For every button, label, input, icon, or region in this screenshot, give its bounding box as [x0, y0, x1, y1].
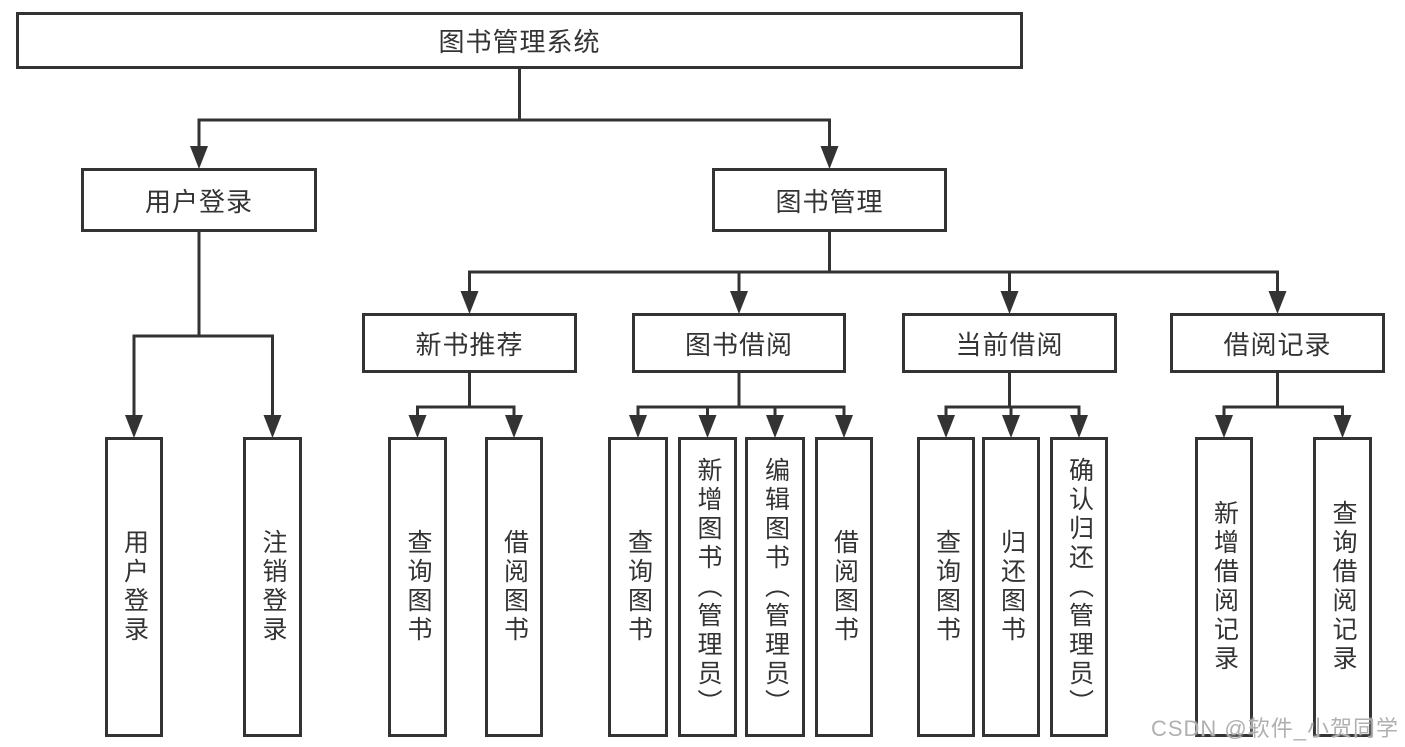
node-label: 图书借阅: [684, 329, 793, 360]
node-hist-add: 新增借阅记录: [1195, 437, 1253, 737]
arrow-head-icon: [460, 291, 479, 314]
node-rec: 新书推荐: [362, 313, 577, 373]
arrow-head-icon: [1215, 415, 1233, 438]
node-label: 新增借阅记录: [1210, 500, 1239, 674]
node-label: 图书管理系统: [438, 27, 601, 57]
node-label: 注销登录: [259, 529, 287, 645]
node-label: 编辑图书（管理员）: [761, 456, 790, 718]
node-borrow-do: 借阅图书: [815, 437, 873, 737]
arrow-head-icon: [937, 415, 955, 438]
arrow-head-icon: [835, 415, 853, 438]
node-borrow: 图书借阅: [632, 313, 846, 373]
node-label: 确认归还（管理员）: [1065, 456, 1094, 718]
node-mgmt: 图书管理: [712, 168, 947, 232]
node-root: 图书管理系统: [16, 12, 1023, 69]
node-rec-borrow: 借阅图书: [485, 437, 543, 737]
arrow-head-icon: [505, 415, 523, 438]
watermark: CSDN @软件_小贺同学: [1150, 716, 1399, 741]
node-label: 查询图书: [624, 529, 653, 645]
node-label: 查询图书: [404, 529, 432, 645]
node-login: 用户登录: [81, 168, 317, 232]
arrow-head-icon: [698, 415, 717, 438]
node-label: 借阅图书: [500, 529, 529, 645]
arrow-head-icon: [629, 415, 647, 438]
node-label: 借阅记录: [1223, 329, 1332, 360]
arrow-head-icon: [125, 415, 143, 438]
node-cur-query: 查询图书: [917, 437, 975, 737]
node-login-user: 用户登录: [105, 437, 163, 737]
node-label: 查询图书: [932, 529, 961, 645]
node-cur-return: 归还图书: [982, 437, 1040, 737]
node-hist-query: 查询借阅记录: [1313, 437, 1372, 737]
arrow-head-icon: [1002, 415, 1020, 438]
node-label: 归还图书: [997, 529, 1026, 645]
arrow-head-icon: [730, 291, 748, 314]
node-label: 新增图书（管理员）: [694, 456, 722, 718]
node-cur-confirm: 确认归还（管理员）: [1050, 437, 1108, 737]
arrow-head-icon: [263, 415, 282, 438]
node-borrow-query: 查询图书: [608, 437, 668, 737]
node-label: 用户登录: [144, 186, 253, 217]
arrow-head-icon: [1000, 291, 1019, 314]
node-history: 借阅记录: [1170, 313, 1385, 373]
node-login-logout: 注销登录: [243, 437, 302, 737]
node-label: 用户登录: [120, 529, 149, 645]
arrow-head-icon: [1333, 415, 1352, 438]
arrow-head-icon: [1070, 415, 1088, 438]
arrow-head-icon: [190, 146, 208, 169]
node-label: 查询借阅记录: [1329, 500, 1357, 674]
node-label: 当前借阅: [955, 329, 1064, 360]
node-borrow-edit: 编辑图书（管理员）: [745, 437, 805, 737]
arrow-head-icon: [766, 415, 784, 438]
node-label: 新书推荐: [415, 329, 524, 360]
arrow-head-icon: [820, 146, 839, 169]
node-label: 图书管理: [775, 186, 884, 217]
node-borrow-add: 新增图书（管理员）: [678, 437, 737, 737]
node-label: 借阅图书: [830, 529, 859, 645]
node-current: 当前借阅: [902, 313, 1117, 373]
arrow-head-icon: [408, 415, 427, 438]
node-rec-query: 查询图书: [388, 437, 447, 737]
arrow-head-icon: [1268, 291, 1287, 314]
